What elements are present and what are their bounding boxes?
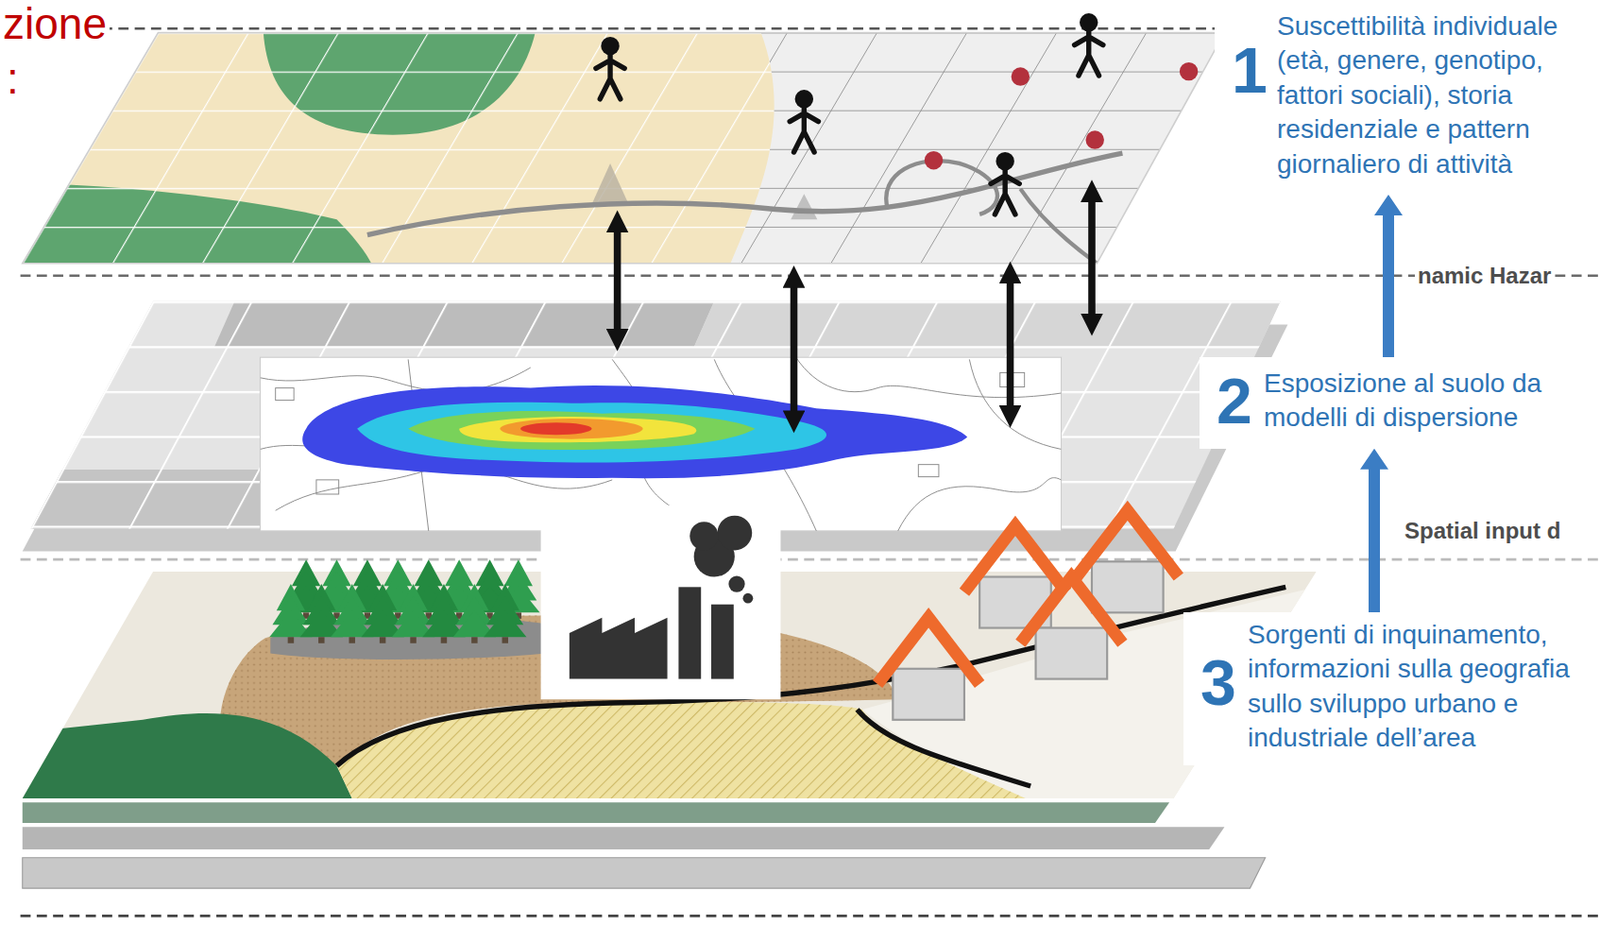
plane-outline — [22, 33, 1226, 264]
dispersion-map — [499, 418, 643, 440]
dashed-separator — [20, 914, 1600, 918]
factory-icon — [541, 505, 782, 699]
population-layer — [0, 30, 1327, 268]
dispersion-map — [259, 357, 1061, 531]
population-layer — [0, 30, 1327, 268]
dispersion-map — [459, 416, 697, 443]
ground-layer — [22, 826, 1226, 850]
callout-number: 2 — [1212, 368, 1257, 433]
factory-icon — [728, 575, 745, 592]
ground-layer — [22, 857, 1266, 888]
callout-text: Suscettibilità individuale (età, genere,… — [1276, 9, 1595, 182]
flow-arrow — [1374, 194, 1403, 358]
exposure-arrow — [617, 200, 1092, 413]
ground-layer — [857, 709, 1032, 786]
case-dot — [1086, 130, 1105, 149]
house-icon — [877, 510, 1179, 720]
callout-text: Esposizione al suolo da modelli di dispe… — [1263, 366, 1595, 436]
dispersion-map — [357, 402, 827, 463]
dispersion-map — [520, 422, 593, 435]
ground-layer — [0, 713, 353, 799]
factory-icon — [678, 586, 701, 679]
house-icon — [1076, 510, 1179, 577]
dispersion-map — [259, 357, 1061, 531]
population-layer — [0, 30, 1327, 268]
callout-text: Sorgenti di inquinamento, informazioni s… — [1247, 617, 1595, 756]
dispersion-map — [259, 357, 1061, 531]
callout-box: 2Esposizione al suolo da modelli di disp… — [1199, 357, 1600, 449]
house-icon — [892, 668, 965, 720]
population-layer — [885, 160, 998, 215]
dispersion-map — [408, 410, 755, 450]
population-layer — [1020, 188, 1097, 264]
case-dot — [1179, 62, 1198, 81]
exposure-arrow — [790, 286, 799, 413]
factory-icon — [689, 521, 718, 550]
factory-icon — [711, 604, 734, 680]
forest — [483, 583, 527, 644]
case-dot — [1011, 67, 1030, 86]
layer-label: namic Hazar — [1414, 263, 1554, 289]
dispersion-map — [302, 385, 968, 478]
exposure-arrow — [1006, 281, 1015, 408]
house-icon — [1036, 628, 1108, 680]
dashed-separator — [20, 273, 1600, 277]
house-icon — [1091, 561, 1164, 613]
exposure-arrow — [1088, 200, 1096, 316]
house-icon — [964, 525, 1067, 592]
heading-fragment: zione — [0, 0, 110, 49]
dispersion-map — [259, 357, 1061, 531]
population-layer — [790, 193, 818, 220]
house-icon — [1020, 577, 1123, 644]
person-figure — [789, 89, 818, 153]
exposure-arrow — [613, 230, 622, 331]
factory-icon — [569, 617, 668, 680]
factory-icon — [541, 505, 782, 699]
heading-fragment: : — [3, 54, 22, 103]
flow-arrow — [1360, 448, 1389, 613]
callout-box: 3Sorgenti di inquinamento, informazioni … — [1183, 612, 1600, 766]
dispersion-map — [316, 479, 340, 494]
ground-layer — [22, 801, 1170, 823]
callout-box: 1Suscettibilità individuale (età, genere… — [1214, 0, 1600, 195]
house-icon — [877, 617, 980, 684]
dispersion-map — [918, 464, 939, 477]
case-dot — [924, 151, 943, 170]
person-figure — [595, 13, 1104, 215]
dashed-separator — [20, 558, 1600, 562]
layer-label: Spatial input d — [1401, 518, 1564, 544]
population-layer — [592, 163, 630, 205]
person-figure — [595, 36, 625, 100]
person-figure — [990, 152, 1020, 215]
factory-icon — [743, 593, 754, 604]
factory-icon — [716, 515, 752, 551]
person-figure — [1074, 13, 1104, 76]
callout-number: 3 — [1196, 649, 1241, 715]
callout-number: 1 — [1227, 37, 1272, 103]
case-dot — [924, 62, 1199, 170]
forest — [269, 559, 540, 644]
dispersion-map — [275, 388, 294, 401]
